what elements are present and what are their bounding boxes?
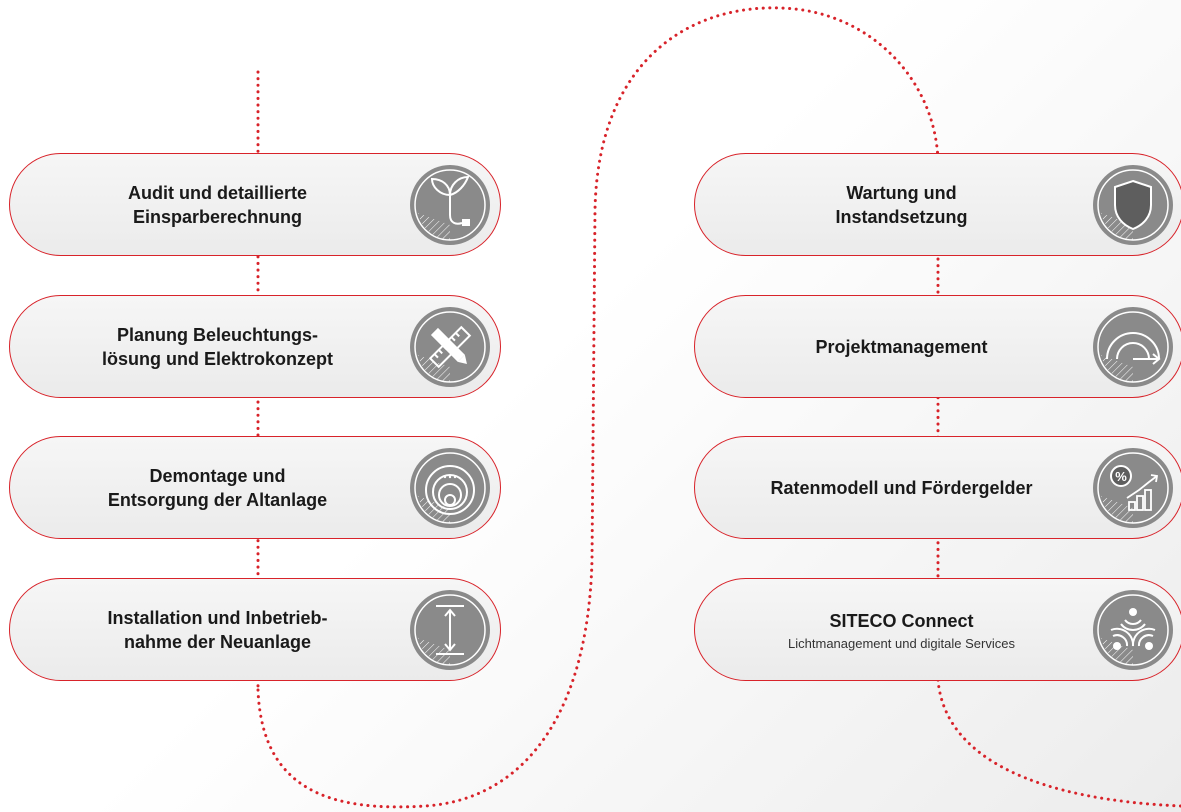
percent-chart-icon: % [1093,447,1173,528]
step-title: Planung Beleuchtungs- lösung und Elektro… [101,324,333,369]
step-demontage: Demontage und Entsorgung der Altanlage [9,436,501,539]
step-title: Installation und Inbetrieb- nahme der Ne… [107,607,328,652]
plant-plug-icon [410,164,490,245]
step-wartung: Wartung und Instandsetzung [694,153,1181,256]
old-lamp-icon [410,447,490,528]
gauge-arrow-icon [1093,306,1173,387]
step-title: SITECO Connect [829,610,974,631]
step-installation: Installation und Inbetrieb- nahme der Ne… [9,578,501,681]
shield-icon [1093,164,1173,245]
wireless-signal-icon [1093,589,1173,670]
step-planung: Planung Beleuchtungs- lösung und Elektro… [9,295,501,398]
step-siteco-connect: SITECO Connect Lichtmanagement und digit… [694,578,1181,681]
step-title: Wartung und Instandsetzung [835,182,968,227]
step-title: Ratenmodell und Fördergelder [770,477,1033,498]
height-measure-icon [410,589,490,670]
step-title: Projektmanagement [815,336,988,357]
step-subtitle: Lichtmanagement und digitale Services [788,635,1015,651]
step-title: Audit und detaillierte Einsparberechnung [127,182,307,227]
step-audit: Audit und detaillierte Einsparberechnung [9,153,501,256]
step-title: Demontage und Entsorgung der Altanlage [107,465,328,510]
step-projektmanagement: Projektmanagement [694,295,1181,398]
ruler-pencil-icon [410,306,490,387]
svg-text:%: % [1115,469,1127,484]
step-ratenmodell: Ratenmodell und Fördergelder % [694,436,1181,539]
